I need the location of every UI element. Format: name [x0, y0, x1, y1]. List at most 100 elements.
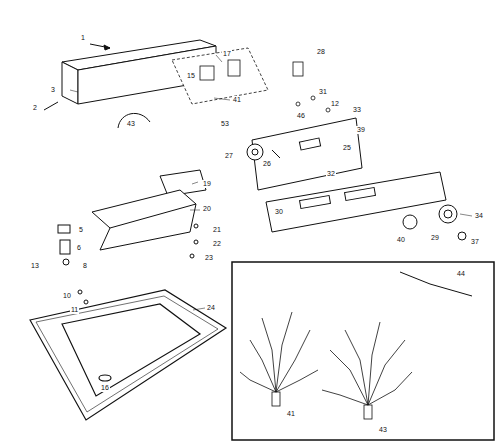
- hinge-part: [60, 240, 70, 254]
- screw: [78, 290, 82, 294]
- callout-number: 39: [356, 126, 366, 134]
- callout-number: 28: [316, 48, 326, 56]
- callout-number: 43: [378, 426, 388, 434]
- callout-number: 53: [220, 120, 230, 128]
- leader-line: [190, 210, 200, 211]
- harness-wire: [368, 322, 380, 405]
- callout-number: 2: [32, 104, 38, 112]
- front-panel-30: [266, 172, 446, 232]
- lid-rim: [36, 296, 218, 412]
- callout-number: 40: [396, 236, 406, 244]
- screw: [190, 254, 194, 258]
- harness-plug: [364, 405, 372, 419]
- harness-wire: [240, 372, 276, 392]
- screw: [194, 240, 198, 244]
- harness-wire: [368, 340, 405, 405]
- wire-43: [118, 113, 150, 128]
- callout-number: 21: [212, 226, 222, 234]
- callout-number: 10: [62, 292, 72, 300]
- lid-opening: [62, 304, 200, 396]
- leader-line: [214, 98, 230, 100]
- callout-number: 5: [78, 226, 84, 234]
- panel-slot: [299, 138, 320, 150]
- leader-line: [70, 90, 78, 92]
- callout-number: 20: [202, 205, 212, 213]
- screw: [296, 102, 300, 106]
- callout-number: 41: [286, 410, 296, 418]
- callout-number: 32: [326, 170, 336, 178]
- inset-frame: [232, 262, 494, 440]
- ring-37: [458, 232, 466, 240]
- callout-number: 44: [456, 270, 466, 278]
- panel-window: [345, 187, 376, 200]
- callout-number: 13: [30, 262, 40, 270]
- callout-number: 41: [232, 96, 242, 104]
- callout-number: 31: [318, 88, 328, 96]
- bracket-edge: [100, 232, 190, 250]
- callout-number: 3: [50, 86, 56, 94]
- callout-number: 17: [222, 50, 232, 58]
- callout-number: 15: [186, 72, 196, 80]
- screw: [194, 224, 198, 228]
- callout-number: 30: [274, 208, 284, 216]
- bracket-leg: [100, 228, 110, 250]
- harness-plug: [272, 392, 280, 406]
- harness-wire: [330, 350, 368, 405]
- harness-wire: [322, 390, 368, 405]
- switch-28: [293, 62, 303, 76]
- callout-number: 25: [342, 144, 352, 152]
- harness-wire: [368, 372, 412, 405]
- harness-wire: [276, 330, 310, 392]
- harness-41: [240, 312, 318, 406]
- arrow-line: [44, 102, 58, 110]
- screw: [311, 96, 315, 100]
- callout-number: 8: [82, 262, 88, 270]
- bracket-20: [92, 190, 196, 228]
- callout-number: 1: [80, 34, 86, 42]
- switch-block: [228, 60, 240, 76]
- callout-number: 16: [100, 384, 110, 392]
- callout-number: 6: [76, 244, 82, 252]
- leader-line: [192, 182, 198, 184]
- knob-34: [439, 205, 457, 223]
- panel-backing: [252, 118, 362, 190]
- harness-43: [322, 322, 412, 419]
- knob-27: [247, 144, 263, 160]
- callout-number: 11: [70, 306, 79, 314]
- knob-hub: [252, 149, 258, 155]
- hinge-part: [58, 225, 70, 233]
- screw: [326, 108, 330, 112]
- harness-wire: [262, 318, 276, 392]
- callout-number: 27: [224, 152, 234, 160]
- timer-block: [200, 66, 214, 80]
- harness-wire: [345, 330, 368, 405]
- callout-number: 37: [470, 238, 480, 246]
- callout-number: 34: [474, 212, 484, 220]
- callout-number: 24: [206, 304, 216, 312]
- callout-number: 43: [126, 120, 136, 128]
- knob-40: [403, 215, 417, 229]
- hinge-pin: [63, 259, 69, 265]
- arrow-head: [104, 45, 110, 50]
- bracket-outline: [172, 48, 268, 104]
- lid-outer: [30, 290, 226, 420]
- harness-wire: [250, 340, 276, 392]
- callout-number: 29: [430, 234, 440, 242]
- leader-line: [193, 308, 205, 310]
- console-end: [62, 62, 78, 104]
- callout-number: 22: [212, 240, 222, 248]
- clip-26: [272, 150, 280, 158]
- panel-window: [300, 195, 331, 208]
- harness-wire: [276, 312, 292, 392]
- leader-line: [460, 214, 472, 216]
- switch-bracket: [172, 48, 330, 112]
- leader-lines: [70, 55, 472, 310]
- callout-number: 26: [262, 160, 272, 168]
- callout-number: 19: [202, 180, 212, 188]
- callout-number: 46: [296, 112, 306, 120]
- harness-wire: [276, 370, 318, 392]
- lid-part-16: [99, 375, 111, 381]
- callout-number: 33: [352, 106, 362, 114]
- callout-number: 23: [204, 254, 214, 262]
